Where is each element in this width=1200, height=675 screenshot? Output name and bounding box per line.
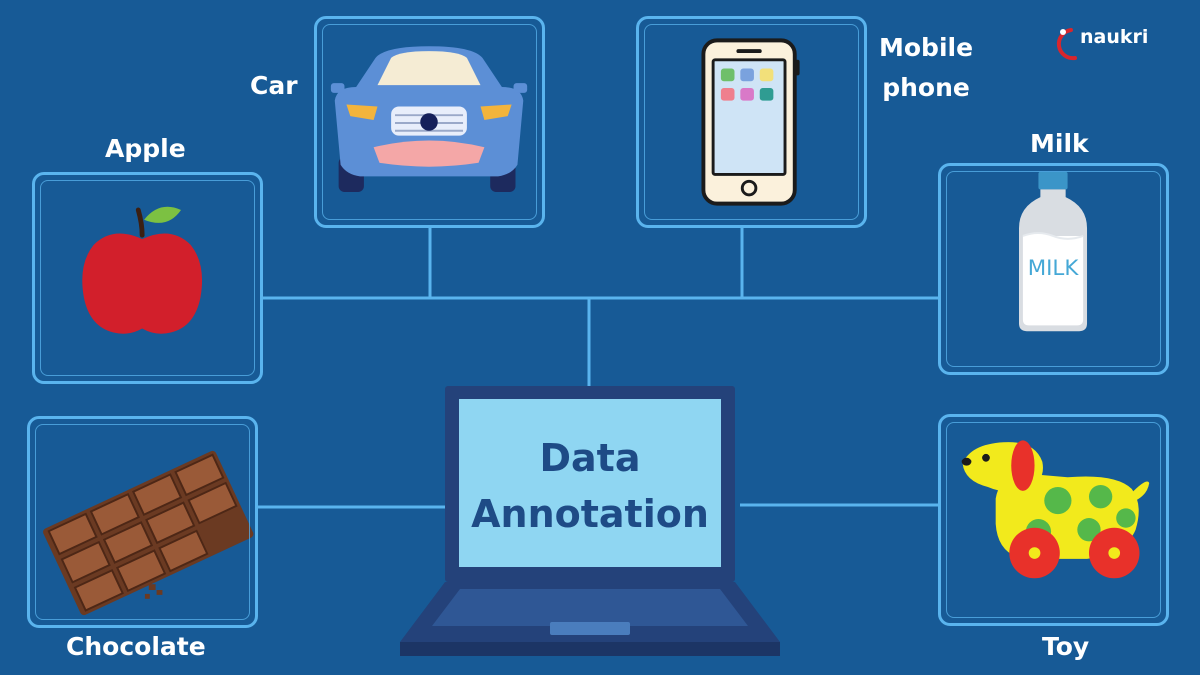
toy-dog-icon bbox=[961, 440, 1150, 579]
brand-name: naukri bbox=[1080, 26, 1149, 48]
car-icon bbox=[330, 46, 528, 192]
label-mobile-line1: Mobile bbox=[879, 33, 974, 62]
apple-card bbox=[32, 172, 263, 384]
chocolate-card bbox=[27, 416, 258, 628]
naukri-logo-icon bbox=[1056, 28, 1077, 61]
label-apple: Apple bbox=[105, 134, 186, 163]
car-card bbox=[314, 16, 545, 228]
chocolate-bar-icon bbox=[43, 450, 254, 616]
apple-icon bbox=[82, 206, 203, 334]
label-milk: Milk bbox=[1030, 129, 1089, 158]
label-chocolate: Chocolate bbox=[66, 632, 206, 661]
milk-bottle-icon: MILK bbox=[1019, 171, 1088, 332]
label-toy: Toy bbox=[1042, 632, 1090, 661]
toy-card bbox=[938, 414, 1169, 626]
center-title-line2: Annotation bbox=[471, 492, 709, 536]
mobile-phone-icon bbox=[701, 38, 800, 206]
milk-card: MILK bbox=[938, 163, 1169, 375]
center-title: Data Annotation bbox=[460, 430, 720, 542]
laptop-icon bbox=[400, 386, 780, 656]
center-title-line1: Data bbox=[539, 436, 641, 480]
label-car: Car bbox=[250, 71, 298, 100]
mobile-phone-card bbox=[636, 16, 867, 228]
milk-bottle-label: MILK bbox=[1028, 256, 1080, 281]
label-mobile-line2: phone bbox=[882, 73, 970, 102]
label-mobile-phone: Mobile phone bbox=[879, 28, 973, 108]
